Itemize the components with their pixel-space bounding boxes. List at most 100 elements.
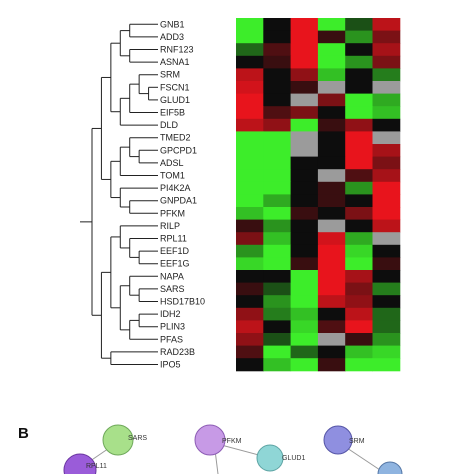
- network-node-rpl11[interactable]: [63, 453, 97, 474]
- network-panel: SARS PFKM GLUD1 SRM RPL11: [63, 424, 403, 474]
- heatmap-cell: [290, 68, 319, 82]
- gene-label: ADD3: [160, 32, 184, 42]
- heatmap-cell: [236, 270, 264, 284]
- heatmap-cell: [236, 81, 264, 95]
- heatmap-cell: [290, 270, 319, 284]
- heatmap-cell: [290, 81, 319, 95]
- heatmap-cell: [290, 181, 319, 195]
- heatmap-cell: [317, 18, 346, 32]
- heatmap-cell: [372, 333, 401, 347]
- heatmap-cell: [317, 93, 346, 107]
- heatmap-cell: [290, 131, 319, 145]
- heatmap-cell: [236, 144, 264, 158]
- gene-label: GPCPD1: [160, 145, 197, 155]
- heatmap-cell: [263, 181, 292, 195]
- heatmap-cell: [317, 181, 346, 195]
- network-node-sars[interactable]: [102, 424, 134, 456]
- heatmap-cell: [263, 18, 292, 32]
- heatmap-cell: [372, 320, 401, 334]
- heatmap-cell: [236, 169, 264, 183]
- gene-label: ADSL: [160, 158, 184, 168]
- heatmap-cell: [290, 257, 319, 271]
- heatmap-cell: [345, 18, 373, 32]
- heatmap-cell: [290, 30, 319, 44]
- heatmap-cell: [263, 270, 292, 284]
- heatmap-cell: [345, 118, 373, 132]
- heatmap-cell: [345, 345, 373, 359]
- heatmap-cell: [290, 307, 319, 321]
- heatmap-cell: [263, 68, 292, 82]
- heatmap-cell: [236, 295, 264, 309]
- gene-label: EIF5B: [160, 108, 185, 118]
- heatmap-cell: [372, 194, 401, 208]
- heatmap-cell: [317, 118, 346, 132]
- heatmap-cell: [372, 55, 401, 69]
- heatmap-cell: [345, 244, 373, 258]
- heatmap-cell: [236, 345, 264, 359]
- heatmap-cell: [372, 358, 401, 372]
- gene-label: EEF1G: [160, 259, 190, 269]
- heatmap-cell: [345, 55, 373, 69]
- heatmap-cell: [290, 18, 319, 32]
- heatmap-cell: [345, 207, 373, 221]
- heatmap-cell: [290, 207, 319, 221]
- heatmap-cell: [317, 320, 346, 334]
- heatmap-cell: [345, 295, 373, 309]
- heatmap-cell: [236, 232, 264, 246]
- heatmap-cell: [317, 307, 346, 321]
- gene-label: FSCN1: [160, 82, 190, 92]
- heatmap-cell: [345, 144, 373, 158]
- heatmap-cell: [236, 194, 264, 208]
- gene-label: PFAS: [160, 334, 183, 344]
- heatmap-cell: [263, 282, 292, 296]
- node-label-glud1: GLUD1: [282, 455, 305, 462]
- heatmap-cell: [236, 68, 264, 82]
- heatmap-cell: [290, 106, 319, 120]
- gene-label: PI4K2A: [160, 183, 191, 193]
- heatmap-cell: [263, 106, 292, 120]
- heatmap-cell: [290, 320, 319, 334]
- heatmap-cell: [372, 144, 401, 158]
- heatmap-cell: [372, 345, 401, 359]
- network-node-partial[interactable]: [377, 461, 403, 474]
- heatmap-cell: [290, 169, 319, 183]
- heatmap-cell: [317, 55, 346, 69]
- heatmap-cell: [372, 93, 401, 107]
- heatmap-cell: [290, 118, 319, 132]
- gene-label: EEF1D: [160, 246, 190, 256]
- network-node-srm[interactable]: [323, 425, 353, 455]
- heatmap-cell: [236, 244, 264, 258]
- heatmap-cell: [372, 219, 401, 233]
- gene-label: GLUD1: [160, 95, 190, 105]
- heatmap-cell: [317, 156, 346, 170]
- heatmap-cell: [317, 270, 346, 284]
- heatmap-cell: [290, 232, 319, 246]
- heatmap-cell: [263, 30, 292, 44]
- gene-label: RPL11: [160, 234, 187, 244]
- heatmap-cell: [317, 144, 346, 158]
- heatmap-cell: [345, 320, 373, 334]
- heatmap-cell: [290, 358, 319, 372]
- gene-label: IPO5: [160, 360, 181, 370]
- heatmap-cell: [317, 232, 346, 246]
- heatmap-cell: [317, 169, 346, 183]
- heatmap-cell: [290, 219, 319, 233]
- heatmap-cell: [263, 232, 292, 246]
- heatmap-cell: [236, 333, 264, 347]
- heatmap-cell: [317, 358, 346, 372]
- node-label-srm: SRM: [349, 438, 365, 445]
- heatmap-cell: [263, 333, 292, 347]
- heatmap-cell: [372, 270, 401, 284]
- heatmap-cell: [263, 131, 292, 145]
- heatmap-cell: [263, 156, 292, 170]
- heatmap-cell: [372, 257, 401, 271]
- heatmap-cell: [290, 55, 319, 69]
- heatmap-cell: [290, 333, 319, 347]
- heatmap-cell: [372, 156, 401, 170]
- heatmap-cell: [345, 43, 373, 57]
- heatmap-cell: [236, 282, 264, 296]
- network-node-pfkm[interactable]: [194, 424, 226, 456]
- heatmap-cell: [236, 43, 264, 57]
- heatmap-cell: [372, 118, 401, 132]
- network-node-glud1[interactable]: [256, 444, 284, 472]
